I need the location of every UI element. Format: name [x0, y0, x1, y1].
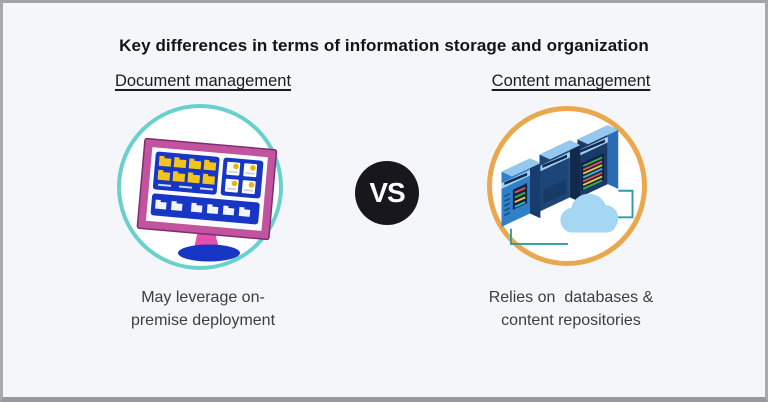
- server-tower-right-icon: [577, 125, 619, 199]
- monitor-folders-illustration: [136, 137, 278, 262]
- document-caption: May leverage on- premise deployment: [43, 286, 363, 332]
- vs-badge: VS: [355, 161, 419, 225]
- cloud-icon: [560, 193, 619, 233]
- white-folder-icons: [155, 199, 251, 217]
- server-cloud-illustration: [501, 125, 634, 245]
- document-management-heading: Document management: [114, 72, 292, 90]
- document-caption-line2: premise deployment: [130, 312, 276, 329]
- monitor-base-icon: [178, 244, 240, 262]
- folder-icons: [157, 155, 217, 185]
- content-management-heading: Content management: [491, 72, 651, 90]
- folder-bar-panel: [150, 193, 260, 225]
- document-circle: [117, 104, 283, 270]
- content-caption-line2: content repositories: [501, 312, 641, 329]
- document-caption-line1: May leverage on-: [141, 289, 265, 306]
- network-connector-lines: [510, 189, 634, 245]
- page-title: Key differences in terms of information …: [119, 36, 649, 55]
- server-tower-left-icon: [501, 158, 541, 227]
- content-caption-line1: Relies on databases &: [488, 289, 654, 306]
- document-icons: [224, 161, 258, 195]
- server-tower-middle-icon: [539, 140, 581, 212]
- content-circle: [487, 106, 647, 266]
- content-caption: Relies on databases & content repositori…: [411, 286, 731, 332]
